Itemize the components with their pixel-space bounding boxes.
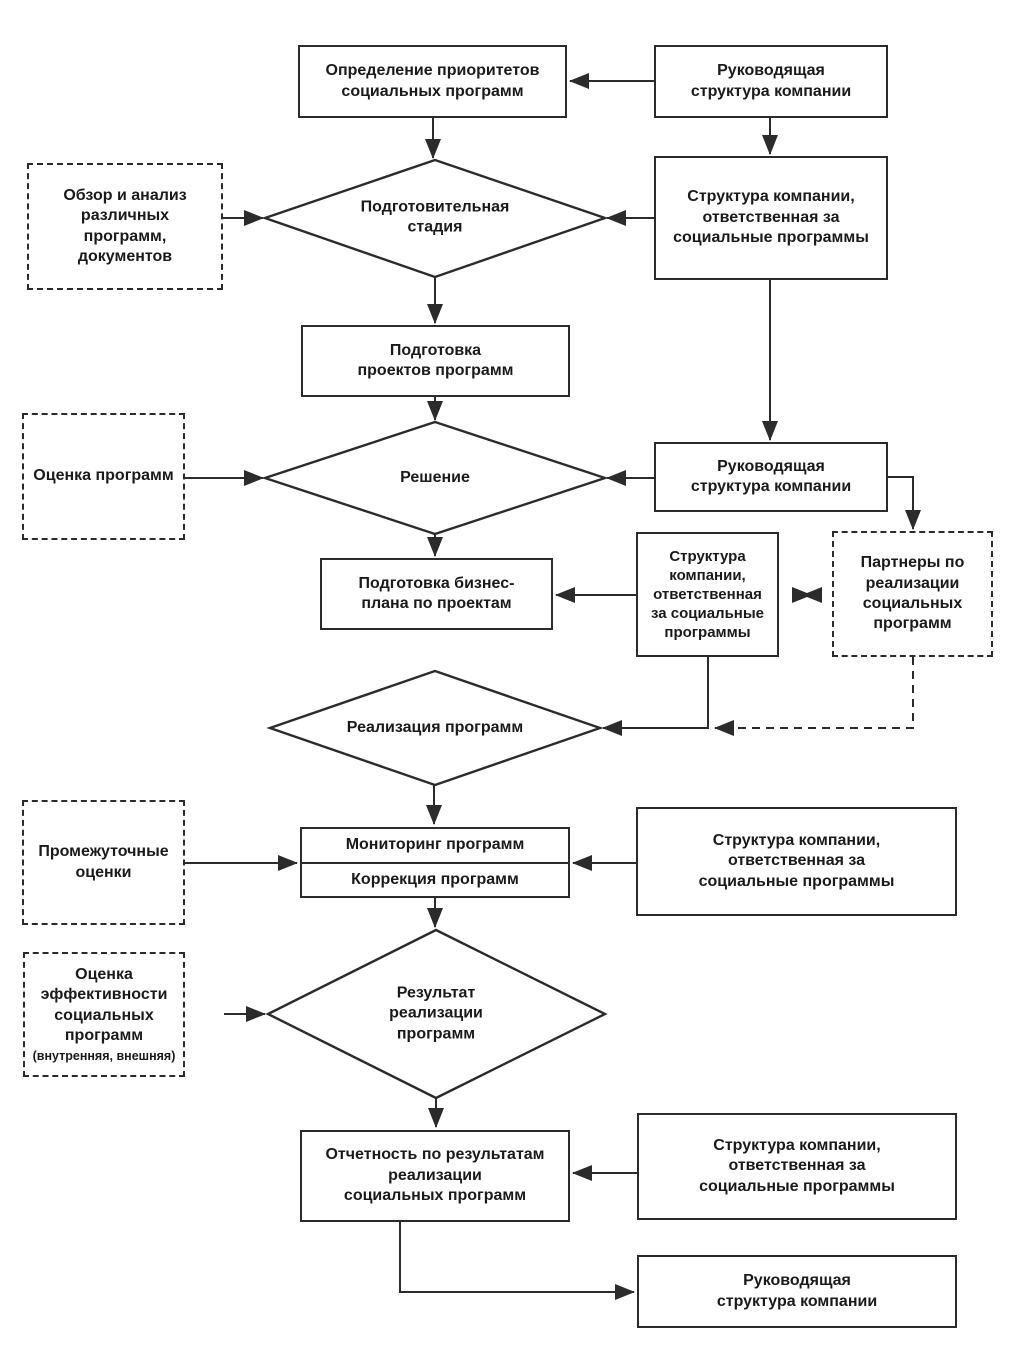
box-partners: Партнеры по реализации социальных програ…	[832, 531, 993, 657]
box-responsible-structure-monitoring: Структура компании, ответственная за соц…	[636, 807, 957, 916]
box-responsible-structure-reporting: Структура компании, ответственная за соц…	[637, 1113, 957, 1220]
effectiveness-label: Оценка эффективности социальных программ	[40, 965, 168, 1044]
diamond-label-decision: Решение	[400, 468, 470, 486]
diamond-label-result: Результат реализации программ	[389, 984, 483, 1043]
box-priorities: Определение приоритетов социальных прогр…	[298, 45, 567, 118]
correction-label: Коррекция программ	[351, 870, 519, 888]
box-monitoring-correction: Мониторинг программ Коррекция программ	[300, 827, 570, 898]
arrow-partners-to-implementation-dashed	[714, 657, 914, 736]
box-interim-evaluations: Промежуточные оценки	[22, 800, 185, 925]
effectiveness-note: (внутренняя, внешняя)	[32, 1049, 176, 1064]
arrow-leadingmid-to-partners	[888, 476, 921, 530]
arrow-responsiblemid-to-implementation	[602, 657, 709, 736]
box-project-preparation: Подготовка проектов программ	[301, 325, 570, 397]
box-business-plan: Подготовка бизнес- плана по проектам	[320, 558, 553, 630]
box-leading-structure-mid: Руководящая структура компании	[654, 442, 888, 512]
box-responsible-structure-top: Структура компании, ответственная за соц…	[654, 156, 888, 280]
arrow-reporting-to-leadingbottom	[399, 1222, 635, 1300]
box-responsible-structure-mid: Структура компании, ответственная за соц…	[636, 532, 779, 657]
diamond-label-implementation: Реализация программ	[346, 718, 524, 736]
box-review-analysis: Обзор и анализ различных программ, докум…	[27, 163, 223, 290]
box-leading-structure-top: Руководящая структура компании	[654, 45, 888, 118]
monitoring-label: Мониторинг программ	[302, 829, 568, 864]
diamond-label-prep-stage: Подготовительная стадия	[360, 198, 510, 236]
box-effectiveness-evaluation: Оценка эффективности социальных программ…	[23, 952, 185, 1077]
box-program-evaluation: Оценка программ	[22, 413, 185, 540]
box-reporting: Отчетность по результатам реализации соц…	[300, 1130, 570, 1222]
box-leading-structure-bottom: Руководящая структура компании	[637, 1255, 957, 1328]
